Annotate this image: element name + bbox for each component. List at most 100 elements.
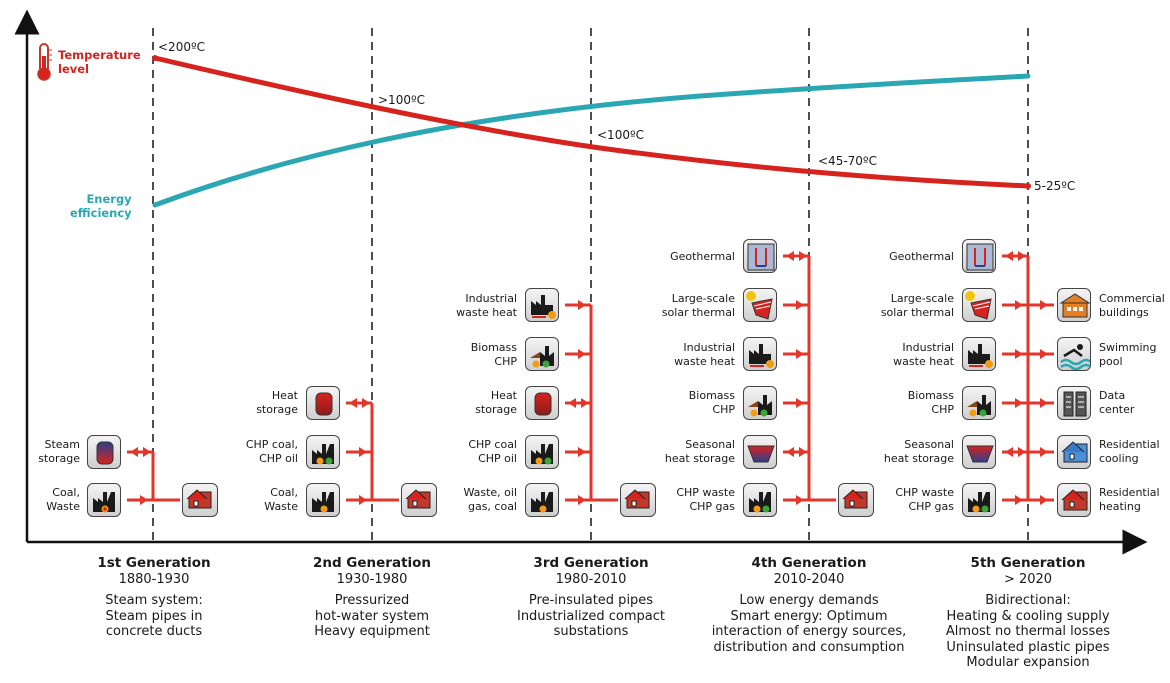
house-icon [620, 483, 656, 517]
pipe-arrow [796, 349, 804, 359]
temp-label-2: >100ºC [378, 93, 425, 107]
gen4-source-label: Biomass CHP [688, 389, 735, 416]
gen3-source-label: Biomass CHP [470, 341, 517, 368]
chp-factory-icon [525, 435, 559, 469]
gen5-consumer-label: Commercial buildings [1099, 292, 1165, 319]
pipe-arrow [568, 398, 576, 408]
gen5-consumer-label: Residential cooling [1099, 438, 1160, 465]
pipe-arrow [1005, 447, 1013, 457]
gen3-source-label: Waste, oil gas, coal [463, 486, 517, 513]
chp-factory-icon [962, 483, 996, 517]
pit-storage-icon [743, 435, 777, 469]
commercial-building-icon [1057, 288, 1091, 322]
gen4-source-label: Seasonal heat storage [664, 438, 735, 465]
gen2-desc-line: Heavy equipment [314, 624, 430, 639]
chp-factory-icon [743, 483, 777, 517]
pipe-arrow [1005, 251, 1013, 261]
pipe-arrow [1040, 495, 1048, 505]
gen3-desc-line: substations [553, 624, 629, 639]
pipe-arrow [581, 398, 589, 408]
gen3-desc-line: Pre-insulated pipes [528, 593, 654, 608]
heating-house-icon [1057, 483, 1091, 517]
temp-label-1: <200ºC [158, 40, 205, 54]
gen5-consumer-label: Swimming pool [1099, 341, 1157, 368]
gen5-desc-line: Modular expansion [966, 655, 1090, 670]
efficiency-curve [152, 73, 1031, 208]
gen4-source-label: CHP waste CHP gas [676, 486, 735, 513]
gen4-source-label: Geothermal [670, 250, 735, 263]
solar-icon [962, 288, 996, 322]
temperature-curve [152, 55, 1031, 189]
gen5-source-label: Biomass CHP [907, 389, 954, 416]
gen3-description: 3rd Generation 1980-2010 Pre-insulated p… [486, 555, 696, 640]
temp-label-5: 5-25ºC [1034, 179, 1076, 193]
pipe-arrow [362, 398, 370, 408]
temp-point-5 [1025, 183, 1031, 189]
pipe-arrow [1015, 495, 1023, 505]
pipe-arrow [578, 300, 586, 310]
cooling-house-icon [1057, 435, 1091, 469]
biomass-icon [525, 337, 559, 371]
pipe-arrow [578, 349, 586, 359]
gen5-consumer-label: Residential heating [1099, 486, 1160, 513]
pipe-arrow [786, 251, 794, 261]
gen2-desc-line: Pressurized [334, 593, 410, 608]
pipe-arrow [1040, 398, 1048, 408]
gen1-title: 1st Generation [97, 555, 211, 571]
gen3-title: 3rd Generation [533, 555, 649, 571]
pipe-arrow [1040, 349, 1048, 359]
solar-icon [743, 288, 777, 322]
gen4-desc-line: Smart energy: Optimum [730, 608, 888, 624]
house-icon [401, 483, 437, 517]
biomass-icon [743, 386, 777, 420]
gen4-desc-line: interaction of energy sources, [711, 624, 907, 639]
swimming-pool-icon [1057, 337, 1091, 371]
gen1-source-label: Coal, Waste [46, 486, 80, 513]
factory-icon [87, 483, 121, 517]
gen1-years: 1880-1930 [118, 571, 190, 587]
efficiency-label: Energy efficiency [70, 192, 132, 220]
pipe-arrow [349, 398, 357, 408]
house-icon [182, 483, 218, 517]
pipe-arrow [578, 447, 586, 457]
pipe-arrow [796, 300, 804, 310]
temp-label-3: <100ºC [597, 128, 644, 142]
pipe-arrow [130, 447, 138, 457]
gen4-desc-line: distribution and consumption [713, 639, 905, 655]
gen5-description: 5th Generation > 2020 Bidirectional: Hea… [923, 555, 1133, 671]
gen3-source-label: Industrial waste heat [456, 292, 517, 319]
gen3-source-label: CHP coal CHP oil [468, 438, 517, 465]
pipe-arrow [1040, 447, 1048, 457]
gen5-source-label: Geothermal [889, 250, 954, 263]
gen5-source-label: Large-scale solar thermal [880, 292, 954, 319]
pipe-arrow [359, 495, 367, 505]
gen4-description: 4th Generation 2010-2040 Low energy dema… [704, 555, 914, 655]
pipe-arrow [140, 495, 148, 505]
thermometer-icon [37, 43, 52, 81]
chp-factory-icon [306, 435, 340, 469]
gen5-desc-line: Heating & cooling supply [946, 608, 1110, 624]
geothermal-icon [962, 239, 996, 273]
tank-icon [525, 386, 559, 420]
gen2-years: 1930-1980 [336, 571, 408, 587]
pipe-arrow [796, 398, 804, 408]
pipe-arrow [1018, 447, 1026, 457]
gen5-desc-line: Almost no thermal losses [945, 624, 1111, 639]
gen5-source-label: Seasonal heat storage [883, 438, 954, 465]
gen2-description: 2nd Generation 1930-1980 Pressurized hot… [267, 555, 477, 640]
pipe-arrow [1018, 251, 1026, 261]
gen5-source-label: CHP waste CHP gas [895, 486, 954, 513]
gen1-source-label: Steam storage [38, 438, 80, 465]
gen3-years: 1980-2010 [555, 571, 627, 587]
pipe-arrow [359, 447, 367, 457]
pipe-arrow [799, 251, 807, 261]
gen2-source-label: Heat storage [256, 389, 298, 416]
biomass-icon [962, 386, 996, 420]
gen4-title: 4th Generation [751, 555, 867, 571]
gen4-source-label: Large-scale solar thermal [661, 292, 735, 319]
gen4-years: 2010-2040 [773, 571, 845, 587]
factory-icon [525, 483, 559, 517]
pipe-arrow [143, 447, 151, 457]
gen2-desc-line: hot-water system [314, 608, 430, 624]
